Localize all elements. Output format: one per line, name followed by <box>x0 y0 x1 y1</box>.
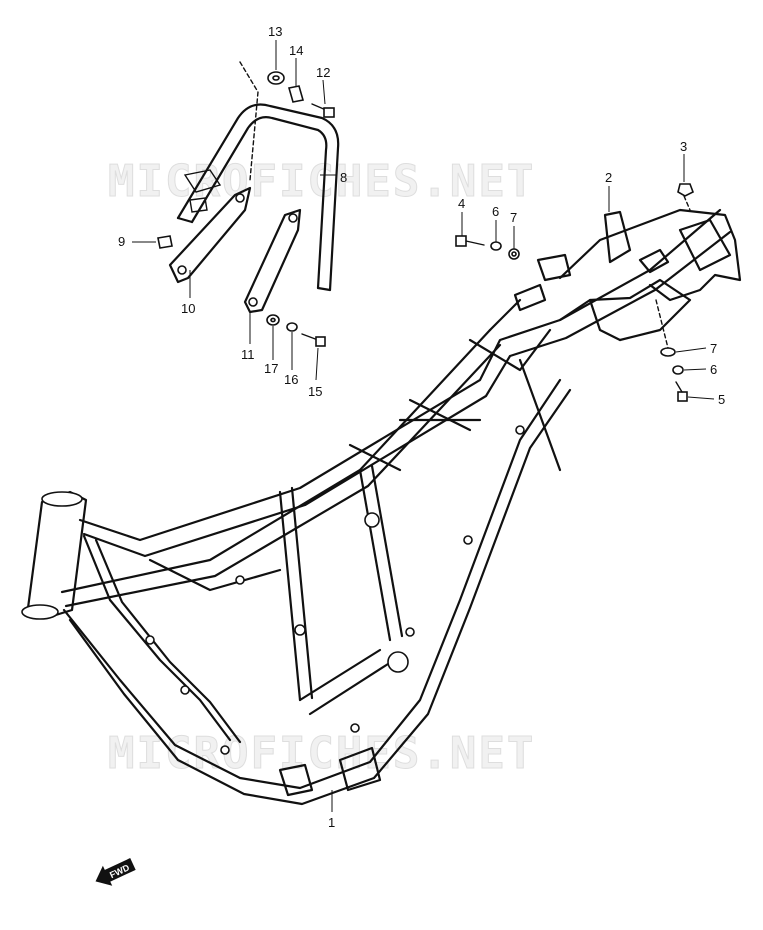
main-frame <box>21 208 732 806</box>
plate-11 <box>243 208 302 314</box>
washer-7-right <box>660 347 676 357</box>
watermark-top: MICROFICHES.NET <box>108 156 535 207</box>
bolt-4 <box>455 235 485 247</box>
bolt-12 <box>311 103 335 118</box>
callout-14: 14 <box>289 43 303 58</box>
spacer-14 <box>287 85 305 103</box>
bolt-5 <box>675 381 688 402</box>
callout-17: 17 <box>264 361 278 376</box>
callout-9: 9 <box>118 234 125 249</box>
forward-arrow-icon: FWD <box>95 858 136 886</box>
callout-16: 16 <box>284 372 298 387</box>
callout-2: 2 <box>605 170 612 185</box>
callout-7-top: 7 <box>510 210 517 225</box>
callout-13: 13 <box>268 24 282 39</box>
washer-17 <box>266 314 280 326</box>
bolt-9 <box>157 235 173 249</box>
washer-6-top <box>490 241 502 251</box>
callout-12: 12 <box>316 65 330 80</box>
callout-10: 10 <box>181 301 195 316</box>
callout-15: 15 <box>308 384 322 399</box>
callout-4: 4 <box>458 196 465 211</box>
nut-3 <box>677 183 695 197</box>
washer-6-right <box>672 365 684 375</box>
callout-6-right: 6 <box>710 362 717 377</box>
callout-1: 1 <box>328 815 335 830</box>
nut-13 <box>267 71 285 85</box>
callout-8: 8 <box>340 170 347 185</box>
callout-7-right: 7 <box>710 341 717 356</box>
callout-11: 11 <box>241 347 255 362</box>
grab-rail <box>176 103 340 292</box>
callout-labels: 13 14 12 8 9 10 11 17 16 15 4 6 7 2 3 7 … <box>118 24 725 830</box>
watermark-bottom: MICROFICHES.NET <box>108 728 535 779</box>
callout-5: 5 <box>718 392 725 407</box>
washer-16 <box>286 322 298 332</box>
plate-10 <box>168 186 252 284</box>
leader-lines <box>132 40 715 812</box>
bolt-15 <box>301 333 326 347</box>
washer-7-top <box>508 248 520 260</box>
callout-6-top: 6 <box>492 204 499 219</box>
callout-3: 3 <box>680 139 687 154</box>
rear-bracket <box>536 208 742 302</box>
